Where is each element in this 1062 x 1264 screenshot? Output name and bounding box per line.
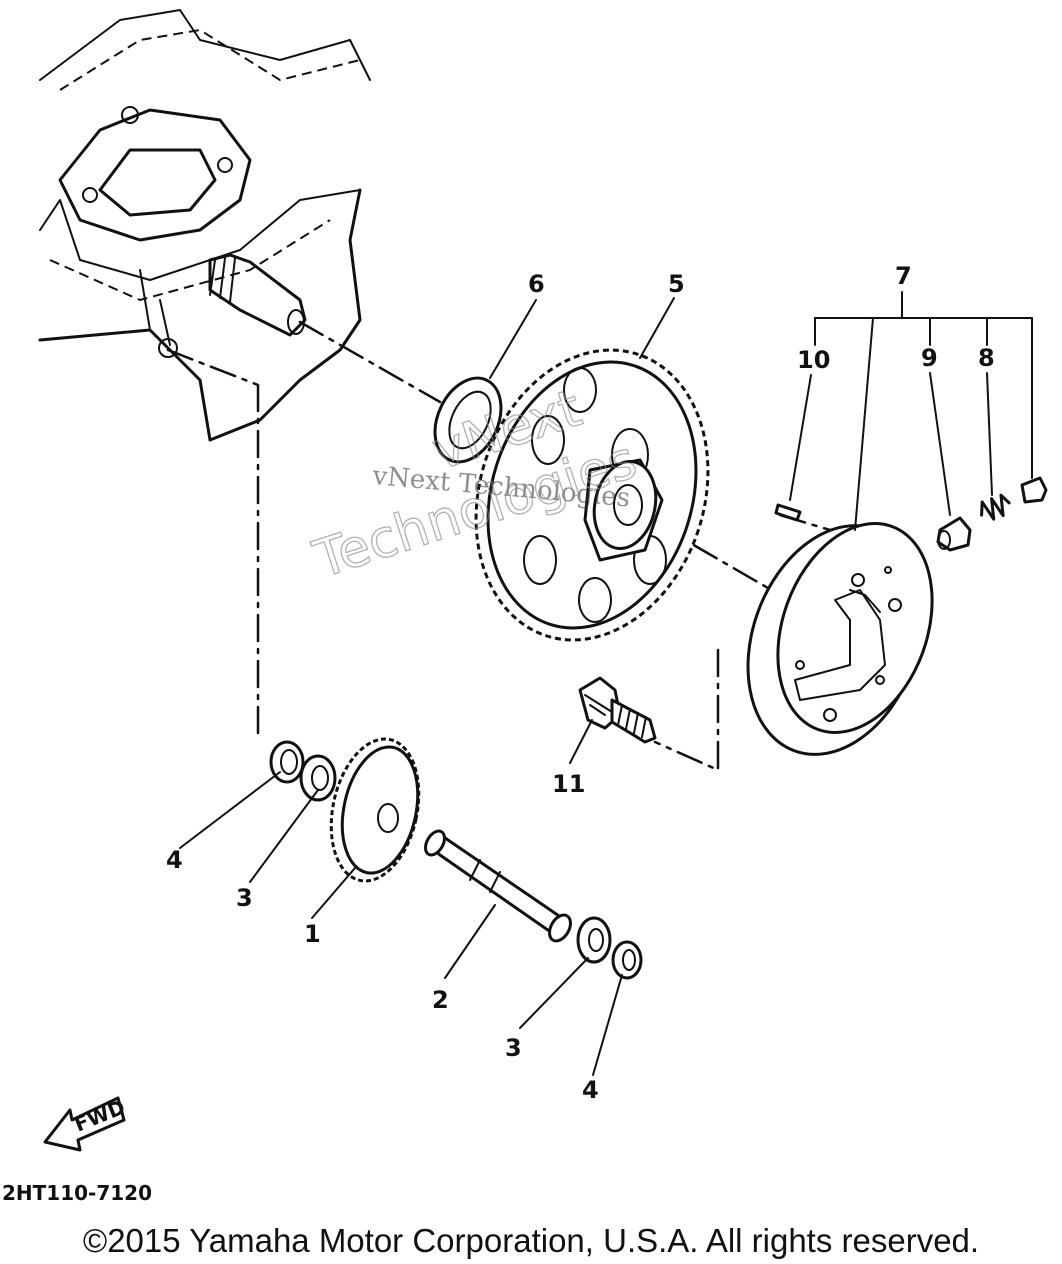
- copyright-notice: ©2015 Yamaha Motor Corporation, U.S.A. A…: [82, 1222, 980, 1259]
- forward-arrow-icon: FWD: [43, 1095, 128, 1152]
- leader-lines: [179, 291, 1033, 1076]
- callout-6: 6: [528, 270, 545, 298]
- callout-10: 10: [797, 346, 830, 374]
- callout-5: 5: [668, 270, 685, 298]
- starter-gear-part-5: [474, 348, 710, 642]
- callout-7: 7: [895, 262, 912, 290]
- diagram-reference: 2HT110-7120: [2, 1181, 152, 1205]
- idler-gear-part-1: [329, 737, 421, 883]
- washer-part-3-right: [576, 916, 612, 964]
- washer-part-6: [433, 376, 503, 464]
- circlip-part-4-right: [611, 940, 643, 980]
- callout-8: 8: [978, 344, 995, 372]
- starter-clutch-part-7: [746, 522, 934, 756]
- shaft-part-2: [424, 829, 572, 943]
- spring-part-8: [980, 493, 1011, 521]
- callout-labels: 6 5 7 10 9 8 11 4 3 1 2 3 4: [166, 262, 995, 1104]
- bolt-part-11: [578, 676, 657, 744]
- callout-2: 2: [432, 986, 449, 1014]
- callout-1: 1: [304, 920, 321, 948]
- callout-9: 9: [921, 344, 938, 372]
- callout-3-right: 3: [505, 1034, 522, 1062]
- washer-part-3-left: [299, 754, 337, 802]
- callout-11: 11: [552, 770, 585, 798]
- pin-part-10: [774, 503, 802, 522]
- engine-crankcase: [38, 9, 371, 442]
- callout-3-left: 3: [236, 884, 253, 912]
- plunger-part-9: [936, 516, 972, 552]
- callout-4-right: 4: [582, 1076, 599, 1104]
- cap-part-8-end: [1020, 476, 1048, 504]
- callout-4-left: 4: [166, 846, 183, 874]
